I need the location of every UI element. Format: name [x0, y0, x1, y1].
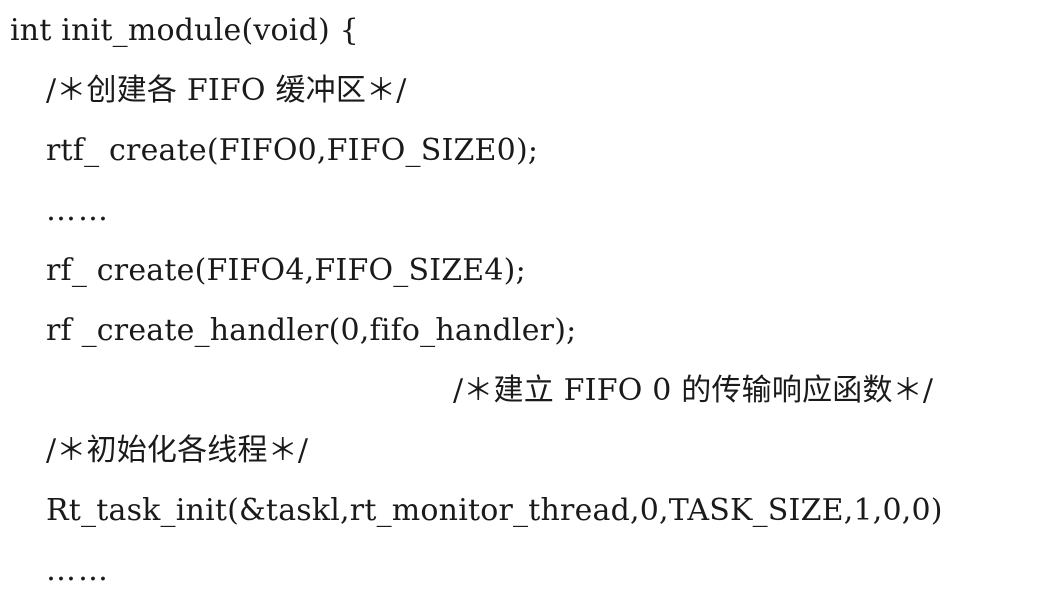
code-line-rtf-create-fifo0: rtf_ create(FIFO0,FIFO_SIZE0);	[46, 133, 539, 168]
code-comment-create-fifo-buffers: /＊创建各 FIFO 缓冲区＊/	[46, 73, 407, 108]
code-line-function-signature: int init_module(void) {	[10, 13, 359, 48]
code-line-rf-create-fifo4: rf_ create(FIFO4,FIFO_SIZE4);	[46, 253, 526, 288]
code-comment-fifo0-handler: /＊建立 FIFO 0 的传输响应函数＊/	[453, 373, 934, 408]
code-line-create-handler: rf _create_handler(0,fifo_handler);	[46, 313, 577, 348]
code-ellipsis: ……	[46, 193, 110, 228]
code-line-task-init: Rt_task_init(&taskl,rt_monitor_thread,0,…	[46, 493, 943, 528]
code-comment-init-threads: /＊初始化各线程＊/	[46, 433, 309, 468]
code-ellipsis-end: ……	[46, 553, 110, 588]
